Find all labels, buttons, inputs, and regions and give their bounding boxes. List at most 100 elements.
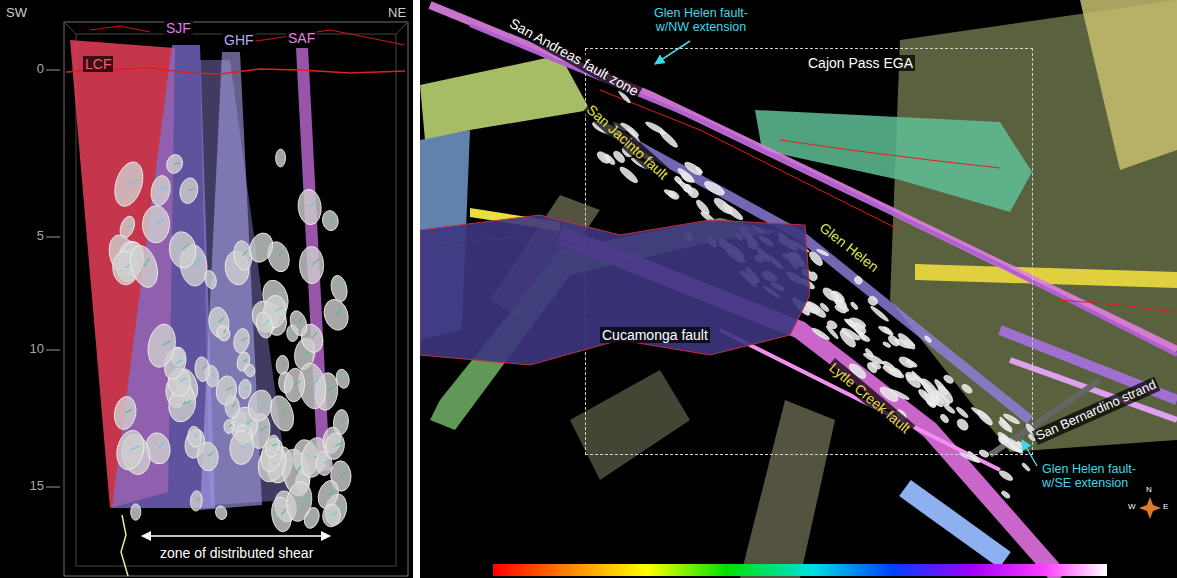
focal-ellipse — [283, 367, 306, 402]
focal-ellipse — [262, 294, 288, 329]
slip-vector — [129, 178, 138, 187]
slip-vector — [264, 320, 269, 325]
focal-ellipse — [663, 188, 676, 198]
focal-ellipse — [939, 413, 950, 424]
focal-ellipse — [896, 331, 917, 351]
slip-vector — [194, 433, 198, 437]
focal-mechanism — [113, 428, 148, 473]
fault-surface — [420, 55, 590, 140]
focal-ellipse — [196, 441, 220, 471]
focal-mechanism — [112, 395, 138, 431]
slip-vector — [136, 510, 139, 513]
depth-label: 0 — [18, 62, 46, 77]
panel-ground — [420, 0, 1177, 578]
slip-vector — [281, 406, 289, 413]
focal-mechanism — [287, 309, 309, 338]
focal-ellipse — [267, 393, 298, 434]
slip-vector — [202, 365, 207, 369]
focal-ellipse — [978, 449, 990, 459]
focal-ellipse — [229, 430, 255, 466]
focal-ellipse — [126, 242, 163, 291]
fault-surface — [740, 400, 835, 578]
fault-label: SJF — [164, 20, 193, 36]
map-view — [420, 0, 1177, 578]
focal-mechanism — [321, 209, 340, 232]
fault-trace — [780, 140, 1000, 168]
depth-tick — [46, 237, 60, 238]
slip-vector — [175, 359, 182, 365]
slip-vector — [218, 317, 225, 322]
fault-surface — [890, 0, 1177, 452]
slip-vector — [324, 460, 329, 464]
focal-mechanism — [194, 356, 210, 382]
focal-ellipse — [905, 359, 918, 369]
focal-ellipse — [320, 296, 351, 333]
compass-letter: E — [1163, 502, 1168, 511]
slip-vector — [335, 308, 343, 315]
focal-mechanism — [264, 434, 281, 458]
focal-mechanism — [215, 375, 239, 407]
focal-ellipse — [131, 504, 141, 521]
focal-ellipse — [924, 335, 933, 344]
focal-ellipse — [149, 174, 173, 207]
focal-ellipse — [144, 322, 178, 370]
leader-arrow — [1022, 440, 1037, 466]
slip-vector — [311, 378, 320, 386]
focal-mechanism — [190, 490, 203, 511]
slip-vector — [335, 442, 341, 447]
focal-ellipse — [178, 176, 200, 205]
focal-mechanism — [262, 294, 288, 329]
leader-arrow — [655, 41, 690, 64]
focal-mechanism — [276, 355, 289, 375]
node-label: Cajon Pass EGA — [806, 55, 915, 71]
focal-mechanisms — [105, 149, 352, 533]
fault-label: Lytle Creek fault — [825, 358, 916, 438]
focal-mechanism — [246, 230, 277, 266]
slip-vector — [142, 258, 151, 266]
slip-vector — [156, 219, 164, 225]
focal-mechanism — [320, 296, 351, 333]
focal-mechanism — [224, 419, 234, 433]
slip-vector — [212, 373, 216, 377]
slip-vector — [328, 490, 335, 496]
callout-label: Glen Helen fault- w/SE extension — [1040, 462, 1152, 491]
slip-vector — [342, 375, 346, 379]
focal-ellipse — [869, 305, 889, 323]
depth-tick — [46, 487, 60, 488]
focal-ellipse — [703, 179, 727, 197]
seismicity-trace — [121, 515, 128, 576]
focal-ellipse — [618, 165, 639, 185]
fault-label: GHF — [222, 32, 256, 48]
slip-vector — [125, 408, 132, 414]
focal-ellipse — [975, 408, 994, 427]
fault-surface — [570, 370, 690, 480]
focal-ellipse — [919, 376, 941, 399]
depth-tick — [46, 70, 60, 71]
slip-vector — [338, 284, 343, 289]
slip-vector — [161, 186, 167, 191]
focal-mechanism — [203, 269, 218, 290]
direction-label: NE — [386, 6, 408, 21]
focal-ellipse — [243, 363, 257, 378]
depth-tick — [46, 350, 60, 351]
slip-vector — [330, 217, 335, 221]
focal-ellipse — [878, 325, 892, 335]
slip-vector — [226, 386, 233, 391]
focal-ellipse — [833, 298, 850, 312]
focal-ellipse — [112, 395, 138, 431]
focal-ellipse — [1004, 436, 1024, 453]
focal-ellipse — [329, 274, 350, 303]
fault-ribbon — [905, 488, 1005, 560]
focal-ellipse — [194, 356, 210, 382]
callout-label: Glen Helen fault- w/NW extension — [640, 6, 762, 35]
focal-ellipse — [215, 375, 239, 407]
focal-mechanism — [131, 504, 141, 521]
focal-ellipse — [334, 368, 351, 390]
slip-vector — [311, 332, 318, 338]
focal-mechanism — [284, 480, 314, 523]
focal-ellipse — [187, 426, 203, 449]
slip-vector — [243, 359, 247, 363]
direction-label: SW — [4, 6, 29, 21]
fault-label: SAF — [286, 30, 317, 46]
